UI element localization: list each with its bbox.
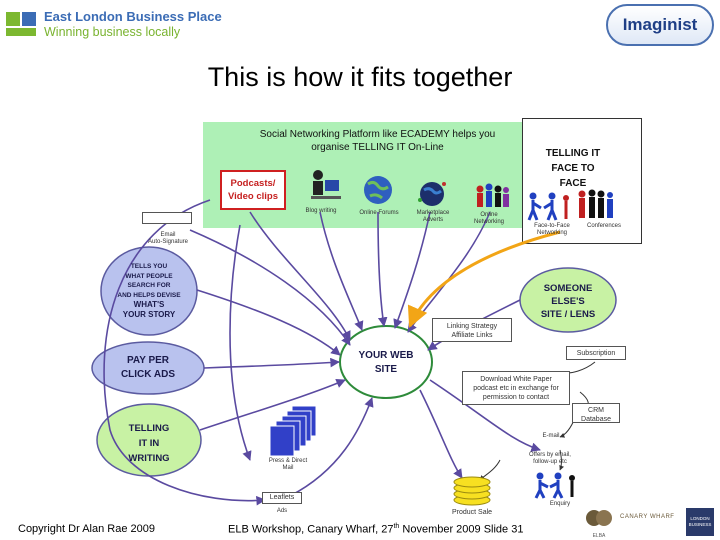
tells-line-2: WHAT PEOPLE xyxy=(125,272,173,280)
globe-network-icon xyxy=(418,182,446,206)
tells-line-4: AND HELPS DEVISE xyxy=(117,291,181,299)
face-to-face-title: TELLING IT FACE TO FACE xyxy=(528,146,618,191)
writing-line-2: IT IN xyxy=(138,438,160,449)
writing-line-3: WRITING xyxy=(128,453,170,464)
blog-caption: Blog writing xyxy=(305,208,337,214)
coin-stack-icon xyxy=(453,476,491,506)
elba-logo: ELBA xyxy=(584,508,614,539)
press-caption: Press & Direct Mail xyxy=(268,458,308,471)
workshop-caption: ELB Workshop, Canary Wharf, 27th Novembe… xyxy=(228,523,523,536)
web-site-label: YOUR WEB SITE xyxy=(346,349,426,377)
outer-loop-arrow xyxy=(103,199,266,506)
white-paper-line-3: permission to contact xyxy=(482,394,550,401)
ppc-line-1: PAY PER xyxy=(126,355,170,366)
enquiry-caption: Enquiry xyxy=(549,501,571,507)
linking-line-2: Affiliate Links xyxy=(451,332,493,339)
connection-arrows xyxy=(189,211,541,497)
workshop-sup: th xyxy=(393,523,400,530)
white-paper-line-1: Download White Paper xyxy=(480,376,552,383)
email-caption-line-1: Email xyxy=(160,232,176,238)
documents-stack-icon xyxy=(269,405,317,457)
linking-line-1: Linking Strategy xyxy=(446,323,498,330)
people-group-icon xyxy=(476,183,509,207)
linking-strategy-box: Linking Strategy Affiliate Links xyxy=(432,318,512,342)
east-london-business-place-logo: East London Business Place Winning busin… xyxy=(4,4,222,44)
person-at-computer-icon xyxy=(311,170,341,199)
london-business-logo: LONDON BUSINESS xyxy=(686,508,714,536)
face-to-site-arrow xyxy=(407,230,561,328)
workshop-suffix: November 2009 Slide 31 xyxy=(399,523,524,536)
someone-line-3: SITE / LENS xyxy=(540,309,596,320)
platform-title: Social Networking Platform like ECADEMY … xyxy=(259,129,496,153)
face-to-face-panel xyxy=(522,118,642,244)
face-networking-caption: Face-to-Face Networking xyxy=(534,223,570,236)
someone-line-1: SOMEONE xyxy=(543,283,593,294)
handshake-people-icon xyxy=(527,192,569,221)
email-caption-line-2: Auto-Signature xyxy=(147,239,189,245)
offers-label: Offers by email, follow-up etc xyxy=(529,452,571,465)
enquiry-people-icon xyxy=(534,472,575,499)
face-line-2: FACE TO xyxy=(551,163,595,174)
tells-line-3: SEARCH FOR xyxy=(127,282,171,289)
podcasts-label: Podcasts/ Video clips xyxy=(222,177,284,203)
telling-writing-label: TELLING IT IN WRITING xyxy=(108,421,190,466)
conference-people-icon xyxy=(578,189,613,218)
white-paper-line-2: podcast etc in exchange for xyxy=(473,385,559,392)
imaginist-logo-text: Imaginist xyxy=(622,15,698,34)
imaginist-logo: Imaginist xyxy=(606,4,714,46)
networking-caption: Online Networking xyxy=(473,212,504,225)
email-caption: Email Auto-Signature xyxy=(140,232,196,246)
crm-box: CRM Database xyxy=(572,403,620,423)
tells-you-ellipse xyxy=(100,246,198,336)
ppc-line-2: CLICK ADS xyxy=(120,369,176,380)
elba-text: ELBA xyxy=(592,533,606,539)
email-signature-box xyxy=(142,212,192,224)
logo-line-2: Winning business locally xyxy=(44,25,181,39)
forums-caption: Online Forums xyxy=(359,210,399,216)
website-line-2: SITE xyxy=(374,364,398,375)
white-paper-box: Download White Paper podcast etc in exch… xyxy=(462,371,570,405)
subscription-box: Subscription xyxy=(566,346,626,360)
conferences-caption: Conferences xyxy=(586,223,622,229)
ads-caption: Ads xyxy=(276,508,288,514)
podcasts-line-1: Podcasts/ xyxy=(230,178,276,189)
crm-line-1: CRM xyxy=(588,407,604,414)
someone-line-2: ELSE'S xyxy=(551,296,585,307)
workshop-prefix: ELB Workshop, Canary Wharf, 27 xyxy=(228,523,394,536)
globe-icon xyxy=(364,176,392,204)
leaflets-box: Leaflets xyxy=(262,492,302,504)
face-line-1: TELLING IT xyxy=(545,148,601,159)
product-sale-caption: Product Sale xyxy=(451,509,493,516)
tells-line-5: WHAT'S xyxy=(133,300,165,309)
writing-line-1: TELLING xyxy=(128,423,170,434)
face-line-3: FACE xyxy=(559,178,587,189)
elbp-mark-icon xyxy=(6,12,36,36)
someone-else-label: SOMEONE ELSE'S SITE / LENS xyxy=(528,282,608,321)
tells-you-label: TELLS YOU WHAT PEOPLE SEARCH FOR AND HEL… xyxy=(105,262,193,319)
copyright-text: Copyright Dr Alan Rae 2009 xyxy=(18,523,155,535)
email-small-label: E-mail xyxy=(542,433,560,439)
crm-line-2: Database xyxy=(581,416,611,423)
slide-title: This is how it fits together xyxy=(207,62,513,92)
tells-line-1: TELLS YOU xyxy=(130,263,168,270)
canary-wharf-logo: CANARY WHARF xyxy=(620,514,675,520)
tells-line-6: YOUR STORY xyxy=(122,309,176,319)
podcasts-line-2: Video clips xyxy=(228,191,278,202)
logo-line-1: East London Business Place xyxy=(44,9,222,24)
podcasts-box xyxy=(220,170,286,210)
marketplace-caption: Marketplace Adverts xyxy=(416,210,450,223)
pay-per-click-label: PAY PER CLICK ADS xyxy=(100,354,196,382)
website-line-1: YOUR WEB xyxy=(358,350,414,361)
elba-mark-icon xyxy=(586,510,612,526)
